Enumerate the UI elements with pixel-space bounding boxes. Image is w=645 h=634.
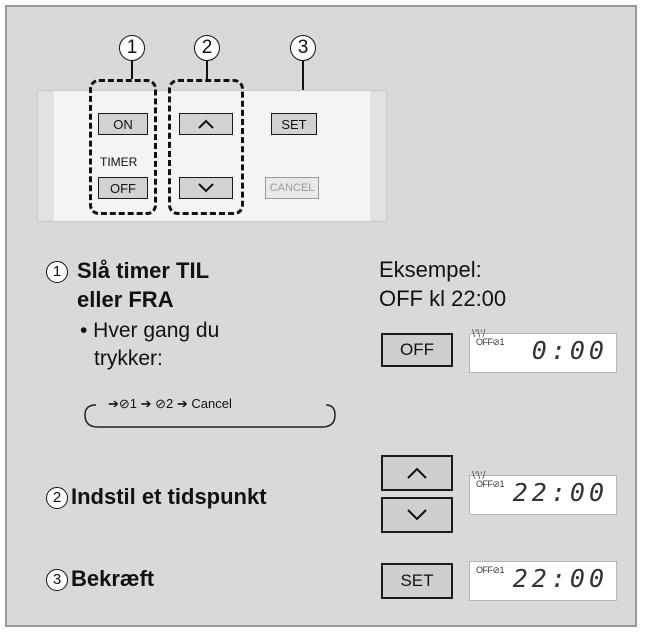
remote-down-button[interactable] — [179, 177, 233, 199]
remote-control — [37, 90, 387, 222]
remote-on-button[interactable]: ON — [98, 113, 148, 135]
lcd-2-time: 22:00 — [512, 478, 608, 507]
example-label: Eksempel: — [379, 257, 482, 282]
lcd-3-indicator: OFF⊘1 — [476, 565, 505, 575]
remote-up-button[interactable] — [179, 113, 233, 135]
remote-off-button[interactable]: OFF — [98, 177, 148, 199]
step-3-title: Bekræft — [71, 566, 155, 591]
example-lcd-1: \'\'/ OFF⊘1 0:00 — [469, 328, 617, 373]
callout-2-leader — [206, 61, 208, 79]
example-up-button[interactable] — [381, 455, 453, 491]
chevron-up-icon — [407, 467, 427, 479]
step-1-bullet-line2: trykker: — [94, 347, 163, 370]
remote-right-edge — [370, 91, 386, 221]
example-set-button[interactable]: SET — [381, 563, 453, 599]
blink-indicator-icon: \'\'/ — [472, 470, 486, 482]
chevron-down-icon — [407, 509, 427, 521]
cycle-loop-arrow — [84, 404, 336, 428]
step-1-number: 1 — [46, 261, 68, 283]
chevron-up-icon — [198, 119, 214, 129]
remote-left-edge — [38, 91, 54, 221]
example-down-button[interactable] — [381, 497, 453, 533]
lcd-1-indicator: OFF⊘1 — [476, 337, 505, 347]
example-lcd-3: OFF⊘1 22:00 — [469, 561, 617, 601]
callout-3-leader — [302, 61, 304, 111]
callout-1: 1 — [119, 35, 145, 61]
callout-3: 3 — [290, 35, 316, 61]
lcd-3-time: 22:00 — [512, 564, 608, 593]
lcd-1-time: 0:00 — [531, 336, 608, 365]
step-2-title: Indstil et tidspunkt — [71, 484, 267, 509]
step-3-number: 3 — [46, 569, 68, 591]
lcd-2-indicator: OFF⊘1 — [476, 479, 505, 489]
step-2-number: 2 — [46, 487, 68, 509]
example-detail: OFF kl 22:00 — [379, 286, 507, 311]
callout-1-leader — [131, 61, 133, 79]
example-lcd-2: \'\'/ OFF⊘1 22:00 — [469, 470, 617, 515]
callout-2: 2 — [194, 35, 220, 61]
remote-set-button[interactable]: SET — [271, 113, 317, 135]
highlight-arrow-buttons — [168, 79, 244, 215]
remote-cancel-button[interactable]: CANCEL — [265, 177, 319, 199]
step-1-title-line2: eller FRA — [77, 287, 174, 312]
blink-indicator-icon: \'\'/ — [472, 328, 486, 340]
step-1-bullet-line1: • Hver gang du — [80, 319, 220, 342]
example-off-button[interactable]: OFF — [381, 333, 453, 367]
instruction-panel: 1 2 3 ON TIMER OFF SET CANCEL 1 Slå time… — [5, 5, 637, 627]
remote-timer-label: TIMER — [100, 155, 138, 169]
highlight-timer-buttons — [89, 79, 157, 215]
cycle-sequence-text: ➔⊘1 ➔ ⊘2 ➔ Cancel — [108, 396, 232, 411]
step-1-title-line1: Slå timer TIL — [77, 258, 210, 283]
chevron-down-icon — [198, 183, 214, 193]
timer-cycle-sequence: ➔⊘1 ➔ ⊘2 ➔ Cancel — [82, 389, 339, 433]
